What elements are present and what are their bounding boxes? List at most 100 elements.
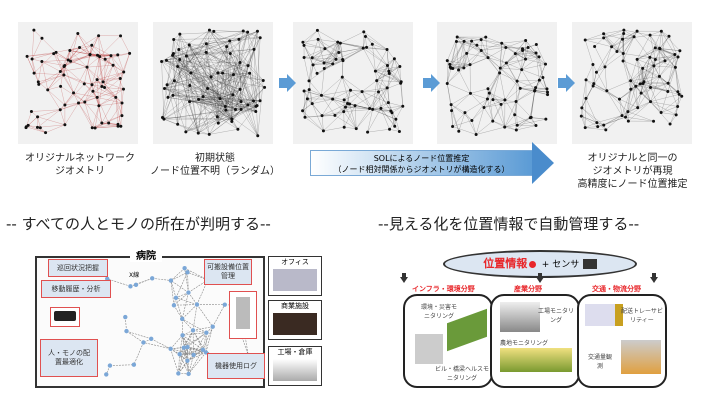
side-label: 工場・倉庫 [277, 348, 313, 356]
network-edge [202, 96, 236, 110]
network-edge [316, 60, 344, 74]
network-node [160, 115, 164, 119]
network-edge [68, 54, 98, 61]
network-edge [239, 89, 254, 102]
network-edge [675, 56, 679, 68]
network-node [90, 126, 94, 130]
network-edge [585, 122, 597, 128]
network-edge [178, 354, 180, 374]
network-edge [585, 64, 594, 81]
network-edge [304, 115, 335, 118]
network-node [215, 115, 219, 119]
network-edge [198, 99, 226, 107]
network-edge [225, 53, 231, 111]
network-node [537, 55, 541, 59]
network-edge [350, 90, 363, 92]
network-edge [452, 126, 477, 135]
network-edge [340, 42, 367, 48]
network-edge [525, 58, 546, 65]
network-edge [667, 67, 676, 92]
network-edge [178, 360, 188, 374]
network-edge [167, 72, 223, 85]
network-edge [77, 33, 91, 55]
network-edge [542, 77, 548, 89]
network-edge [378, 91, 392, 112]
network-edge [475, 120, 493, 135]
network-node [311, 63, 315, 67]
network-edge [312, 64, 318, 74]
network-edge [104, 87, 123, 104]
network-edge [249, 73, 265, 88]
network-node [666, 90, 670, 94]
network-edge [178, 347, 185, 374]
network-edge [660, 91, 669, 113]
network-node [676, 104, 680, 108]
network-node [69, 59, 73, 63]
network-edge [525, 40, 537, 54]
left-heading: -- すべての人とモノの所在が判明する-- [6, 215, 271, 233]
network-edge [492, 120, 517, 131]
network-edge [53, 53, 65, 67]
network-edge [177, 30, 258, 67]
field-item: 工場モニタリング [537, 308, 574, 324]
network-edge [522, 48, 540, 58]
network-edge [534, 64, 546, 91]
network-edge [515, 101, 532, 118]
network-edge [621, 89, 632, 116]
network-edge [124, 317, 127, 332]
network-edge [64, 54, 90, 66]
network-edge [233, 31, 258, 75]
network-edge [202, 326, 213, 350]
network-edge [536, 44, 546, 65]
network-edge [257, 80, 264, 136]
network-node [66, 58, 70, 62]
network-edge [667, 54, 676, 84]
network-edge [458, 41, 465, 71]
network-edge [487, 88, 494, 100]
network-node [319, 93, 323, 97]
network-edge [655, 47, 676, 68]
network-edge [302, 89, 310, 111]
network-node [482, 106, 486, 110]
network-edge [67, 50, 71, 61]
network-edge [152, 277, 171, 281]
network-node [622, 28, 626, 32]
network-edge [650, 101, 678, 107]
network-edge [166, 84, 178, 125]
network-edge [483, 98, 488, 108]
network-edge [166, 43, 207, 85]
network-node [93, 126, 97, 130]
network-node [445, 59, 449, 63]
network-edge [210, 46, 227, 77]
network-edge [447, 83, 471, 94]
network-edge [189, 44, 250, 74]
network-edge [115, 71, 124, 98]
network-edge [530, 90, 536, 118]
network-edge [225, 46, 227, 107]
network-edge [189, 85, 199, 134]
network-edge [253, 49, 259, 136]
network-edge [362, 47, 376, 72]
network-node [658, 47, 662, 51]
network-node [389, 109, 393, 113]
network-node [457, 129, 461, 133]
network-node [90, 83, 94, 87]
network-edge [98, 97, 116, 106]
network-node [486, 87, 490, 91]
network-edge [623, 33, 635, 37]
network-edge [307, 98, 323, 116]
network-edge [655, 54, 675, 60]
network-graph [445, 35, 550, 137]
network-edge [450, 104, 473, 121]
network-edge [198, 94, 234, 134]
network-edge [78, 102, 96, 129]
network-edge [627, 111, 654, 122]
network-edge [162, 39, 174, 118]
network-node [362, 30, 366, 34]
network-edge [604, 66, 608, 91]
network-node [239, 100, 243, 104]
network-edge [211, 72, 250, 78]
network-edge [361, 91, 373, 110]
network-edge [636, 35, 651, 60]
network-edge [476, 126, 505, 135]
